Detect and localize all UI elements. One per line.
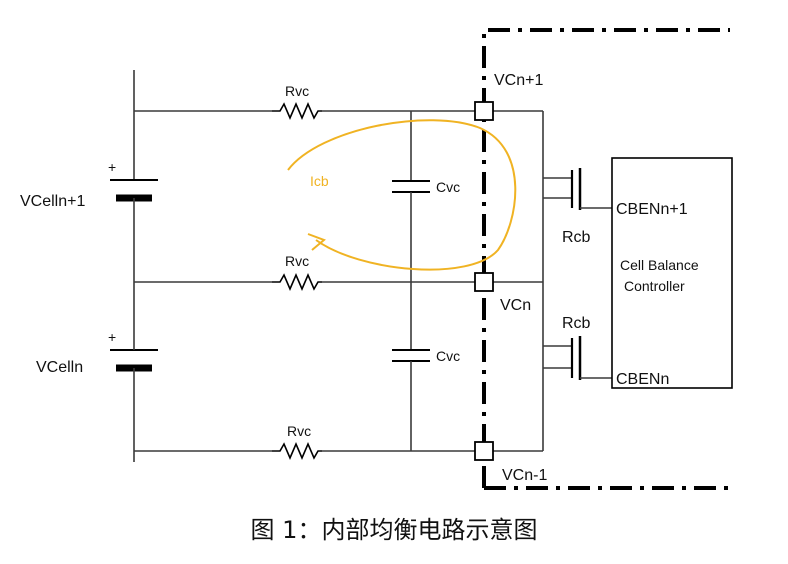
pin-vcn-plus1: [474, 101, 494, 121]
label-controller-line2: Controller: [624, 278, 685, 294]
resistor-rvc-top: [272, 101, 322, 121]
label-cvc-bottom: Cvc: [436, 348, 460, 364]
rail-top: [134, 101, 543, 121]
label-vcell-top: VCelln+1: [20, 193, 85, 210]
label-cvc-top: Cvc: [436, 179, 460, 195]
label-cben-bottom: CBENn: [616, 371, 669, 388]
resistor-rvc-middle: [272, 272, 322, 292]
label-cben-top: CBENn+1: [616, 201, 688, 218]
mosfet-bottom: [543, 336, 612, 380]
ic-boundary: [482, 28, 730, 490]
capacitor-cvc-top: [392, 111, 430, 282]
figure-caption: 图 1：内部均衡电路示意图: [251, 516, 538, 544]
resistor-rvc-bottom: [272, 441, 322, 461]
label-vcn-plus1: VCn+1: [494, 72, 543, 89]
pin-vcn: [474, 272, 494, 292]
battery-cell-top: [110, 70, 158, 330]
label-icb: Icb: [310, 173, 329, 189]
capacitor-cvc-bottom: [392, 282, 430, 451]
label-rvc-top: Rvc: [285, 83, 309, 99]
label-rvc-bottom: Rvc: [287, 423, 311, 439]
label-rcb-top: Rcb: [562, 229, 591, 246]
label-vcell-bottom: VCelln: [36, 359, 83, 376]
label-controller-line1: Cell Balance: [620, 257, 699, 273]
label-rvc-middle: Rvc: [285, 253, 309, 269]
label-plus-bottom: +: [108, 329, 116, 345]
label-rcb-bottom: Rcb: [562, 315, 591, 332]
rail-bottom: [134, 441, 543, 461]
icb-current-loop: [287, 119, 517, 271]
pin-vcn-minus1: [474, 441, 494, 461]
cell-balance-controller-box: [611, 157, 733, 389]
label-vcn: VCn: [500, 297, 531, 314]
battery-cell-bottom: [110, 330, 158, 462]
label-plus-top: +: [108, 159, 116, 175]
label-vcn-minus1: VCn-1: [502, 467, 547, 484]
mosfet-top: [543, 168, 612, 210]
rail-middle: [134, 272, 543, 292]
